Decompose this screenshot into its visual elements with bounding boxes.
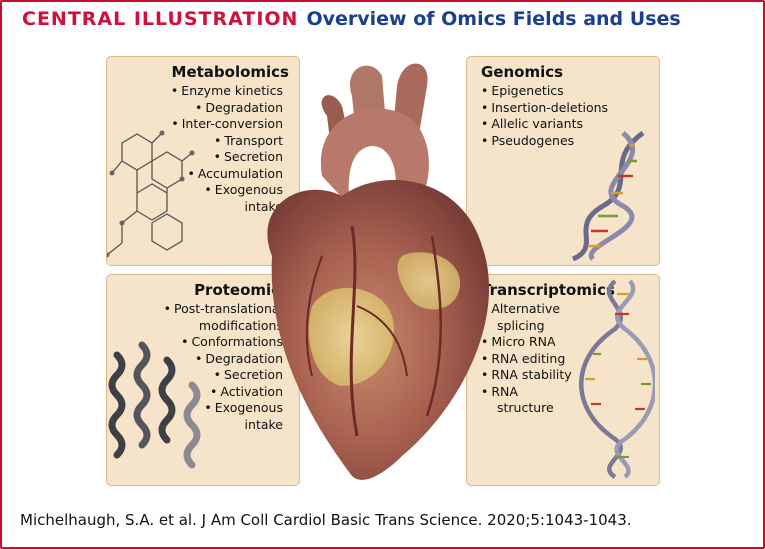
citation: Michelhaugh, S.A. et al. J Am Coll Cardi… — [20, 511, 632, 529]
list-item: •Secretion — [213, 149, 283, 164]
proteomics-panel: Proteomics •Post-translational modificat… — [106, 274, 300, 486]
transcriptomics-list: •Alternative splicing •Micro RNA •RNA ed… — [481, 301, 572, 417]
list-item: •Pseudogenes — [481, 132, 575, 148]
proteomics-title: Proteomics — [194, 281, 289, 299]
dna-helix-icon — [571, 131, 645, 261]
list-item: •Conformations — [181, 334, 283, 349]
list-item: •Degradation — [195, 99, 283, 115]
metabolomics-list: •Enzyme kinetics •Degradation •Inter-con… — [171, 83, 283, 215]
diagram-stage: Metabolomics •En — [2, 36, 763, 498]
list-item: •RNA stability — [481, 367, 572, 382]
heart-illustration — [267, 63, 490, 480]
list-item: intake — [244, 198, 283, 214]
list-item: •Post-translational — [163, 301, 283, 316]
list-item: •Allelic variants — [481, 116, 584, 131]
list-item: •Activation — [210, 383, 283, 399]
list-item: modifications — [198, 317, 283, 333]
protein-structure-icon — [108, 341, 201, 469]
list-item: •Insertion-deletions — [481, 99, 609, 115]
rna-loop-icon — [579, 279, 655, 479]
list-item: •Inter-conversion — [171, 116, 283, 131]
list-item: structure — [497, 400, 554, 415]
list-item: •Degradation — [195, 350, 283, 366]
transcriptomics-title: Transcriptomics — [481, 281, 615, 299]
list-item: •Exogenous — [204, 182, 283, 197]
list-item: •Transport — [213, 132, 283, 148]
list-item: •Epigenetics — [481, 83, 564, 98]
list-item: •Micro RNA — [481, 334, 556, 349]
list-item: •RNA — [481, 383, 518, 399]
genomics-list: •Epigenetics •Insertion-deletions •Allel… — [481, 83, 608, 149]
page-title: Overview of Omics Fields and Uses — [306, 8, 681, 30]
list-item: •RNA editing — [481, 350, 566, 366]
list-item: •Exogenous — [204, 400, 283, 415]
central-illustration-label: CENTRAL ILLUSTRATION — [22, 8, 299, 30]
list-item: •Secretion — [213, 367, 283, 382]
list-item: splicing — [497, 317, 545, 333]
list-item: •Accumulation — [187, 165, 283, 181]
molecule-icon — [107, 130, 195, 258]
list-item: intake — [244, 416, 283, 432]
metabolomics-title: Metabolomics — [171, 63, 289, 81]
genomics-panel: Genomics •Epigenetics •Insertion-deletio… — [466, 56, 660, 266]
genomics-title: Genomics — [481, 63, 564, 81]
proteomics-list: •Post-translational modifications •Confo… — [164, 301, 283, 433]
transcriptomics-panel: Transcriptomics •Alternative splicing •M… — [466, 274, 660, 486]
header: CENTRAL ILLUSTRATION Overview of Omics F… — [2, 2, 763, 36]
list-item: •Enzyme kinetics — [170, 83, 283, 98]
